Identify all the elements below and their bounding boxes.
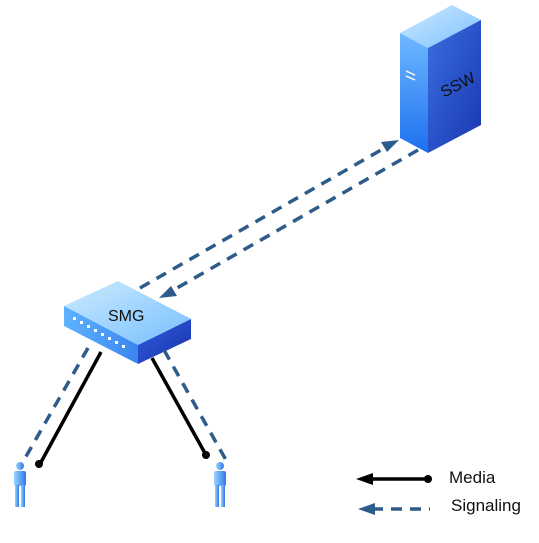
person-icon — [214, 462, 226, 507]
legend-media-label: Media — [449, 468, 496, 487]
media-endpoint-left — [35, 460, 43, 468]
ssw-side-face — [428, 20, 481, 153]
server-vent-icon — [405, 75, 416, 81]
signaling-line-right-user — [162, 349, 228, 461]
smg-label: SMG — [108, 308, 144, 325]
arrowhead-to-smg — [159, 286, 177, 298]
media-endpoint-right — [202, 451, 210, 459]
legend: Media Signaling — [356, 468, 521, 515]
ssw-front-face — [400, 33, 428, 153]
signaling-line-lower — [169, 148, 419, 294]
legend-signaling: Signaling — [358, 496, 521, 515]
person-icon — [14, 462, 26, 507]
ssw-server: SSW — [400, 5, 481, 153]
media-line-left-user — [38, 351, 103, 465]
smg-side-face — [138, 319, 191, 364]
ssw-top-face — [400, 5, 481, 48]
smg-top-face — [64, 281, 191, 345]
legend-signaling-arrowhead — [358, 503, 375, 515]
legend-media-endpoint — [424, 475, 432, 483]
smg-switch: SMG — [64, 281, 191, 364]
signaling-line-left-user — [22, 347, 90, 461]
legend-media: Media — [356, 468, 496, 487]
media-line-right-user — [150, 357, 208, 456]
links-left-user — [22, 347, 103, 468]
legend-media-arrowhead — [356, 473, 373, 485]
legend-signaling-label: Signaling — [451, 496, 521, 515]
arrowhead-to-ssw — [381, 140, 399, 152]
server-vent-icon — [405, 70, 416, 76]
port-leds — [73, 317, 125, 348]
signaling-link-smg-ssw — [139, 140, 419, 298]
links-right-user — [150, 349, 228, 461]
signaling-line-upper — [139, 144, 389, 290]
